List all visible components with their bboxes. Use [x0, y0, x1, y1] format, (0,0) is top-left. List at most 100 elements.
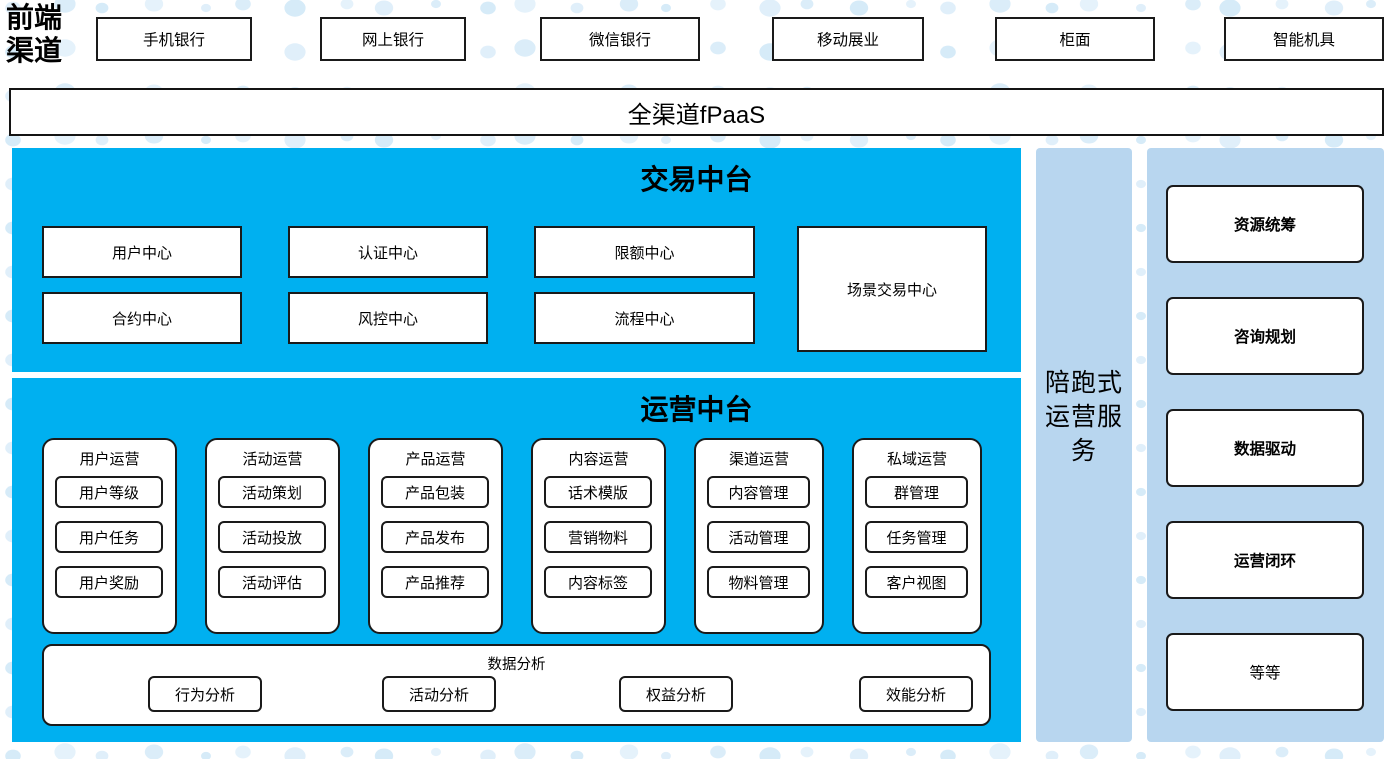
- operations-column-title: 活动运营: [242, 451, 303, 468]
- operations-column: 内容运营话术模版营销物料内容标签: [531, 438, 666, 634]
- omnichannel-fpaas-bar[interactable]: 全渠道fPaaS: [9, 88, 1384, 136]
- value-capability-box[interactable]: 等等: [1166, 633, 1364, 711]
- operations-sub-item-label: 产品包装: [404, 484, 465, 502]
- value-capability-box[interactable]: 数据驱动: [1166, 409, 1364, 487]
- operations-column: 活动运营活动策划活动投放活动评估: [205, 438, 340, 634]
- fpaas-label: 全渠道fPaaS: [627, 101, 766, 129]
- operations-sub-item[interactable]: 活动策划: [218, 476, 326, 508]
- operations-sub-item-label: 用户等级: [78, 484, 139, 502]
- channel-button-label: 微信银行: [588, 32, 651, 49]
- operations-sub-item[interactable]: 产品推荐: [381, 566, 489, 598]
- trade-center-box[interactable]: 场景交易中心: [797, 226, 987, 352]
- trade-center-label: 场景交易中心: [846, 281, 937, 299]
- operations-sub-item-label: 话术模版: [567, 484, 628, 502]
- channel-button[interactable]: 移动展业: [772, 17, 924, 61]
- operations-sub-item[interactable]: 营销物料: [544, 521, 652, 553]
- operations-platform-title: 运营中台: [640, 394, 753, 425]
- operations-column-title: 内容运营: [568, 451, 629, 468]
- trade-platform-title: 交易中台: [640, 164, 753, 195]
- trade-center-box[interactable]: 合约中心: [42, 292, 242, 344]
- data-analysis-item-label: 活动分析: [408, 686, 469, 704]
- channel-button-label: 移动展业: [816, 32, 879, 49]
- accompanying-service-label: 陪跑式运营服务: [1044, 369, 1123, 465]
- trade-center-label: 用户中心: [111, 244, 172, 262]
- trade-center-box[interactable]: 认证中心: [288, 226, 488, 278]
- value-capability-label: 资源统筹: [1233, 217, 1296, 234]
- trade-center-box[interactable]: 风控中心: [288, 292, 488, 344]
- data-analysis-item-label: 效能分析: [885, 686, 946, 704]
- operations-sub-item[interactable]: 用户奖励: [55, 566, 163, 598]
- operations-sub-item-label: 物料管理: [728, 574, 789, 592]
- front-end-channel-label: 前端 渠道: [6, 2, 88, 68]
- operations-sub-item[interactable]: 用户任务: [55, 521, 163, 553]
- operations-sub-item[interactable]: 客户视图: [865, 566, 968, 598]
- operations-sub-item[interactable]: 物料管理: [707, 566, 810, 598]
- channel-button[interactable]: 手机银行: [96, 17, 252, 61]
- trade-center-box[interactable]: 用户中心: [42, 226, 242, 278]
- operations-sub-item-label: 客户视图: [886, 574, 947, 592]
- operations-sub-item[interactable]: 群管理: [865, 476, 968, 508]
- channel-button[interactable]: 微信银行: [540, 17, 700, 61]
- operations-column: 用户运营用户等级用户任务用户奖励: [42, 438, 177, 634]
- channel-button-label: 柜面: [1059, 32, 1091, 49]
- operations-sub-item[interactable]: 任务管理: [865, 521, 968, 553]
- data-analysis-item[interactable]: 行为分析: [148, 676, 262, 712]
- operations-column: 私域运营群管理任务管理客户视图: [852, 438, 982, 634]
- operations-sub-item-label: 活动评估: [241, 574, 302, 592]
- value-capability-label: 等等: [1249, 665, 1281, 682]
- trade-center-label: 限额中心: [614, 244, 675, 262]
- operations-sub-item[interactable]: 产品包装: [381, 476, 489, 508]
- operations-sub-item[interactable]: 内容标签: [544, 566, 652, 598]
- channel-button-label: 手机银行: [142, 32, 205, 49]
- data-analysis-item[interactable]: 活动分析: [382, 676, 496, 712]
- operations-sub-item-label: 用户奖励: [78, 574, 139, 592]
- value-capability-box[interactable]: 运营闭环: [1166, 521, 1364, 599]
- operations-sub-item-label: 活动策划: [241, 484, 302, 502]
- operations-sub-item-label: 营销物料: [567, 529, 628, 547]
- operations-sub-item-label: 活动管理: [728, 529, 789, 547]
- trade-center-box[interactable]: 流程中心: [534, 292, 755, 344]
- operations-sub-item[interactable]: 产品发布: [381, 521, 489, 553]
- channel-label-line1: 前端: [6, 3, 63, 34]
- channel-button[interactable]: 柜面: [995, 17, 1155, 61]
- operations-sub-item-label: 活动投放: [241, 529, 302, 547]
- operations-sub-item[interactable]: 活动管理: [707, 521, 810, 553]
- channel-label-line2: 渠道: [6, 36, 63, 67]
- operations-column-title: 用户运营: [79, 451, 140, 468]
- channel-button-label: 网上银行: [361, 32, 424, 49]
- channel-button[interactable]: 网上银行: [320, 17, 466, 61]
- trade-center-label: 风控中心: [357, 310, 418, 328]
- operations-sub-item[interactable]: 活动评估: [218, 566, 326, 598]
- operations-sub-item-label: 产品发布: [404, 529, 465, 547]
- data-analysis-item-label: 权益分析: [645, 686, 706, 704]
- operations-sub-item[interactable]: 活动投放: [218, 521, 326, 553]
- operations-sub-item-label: 内容标签: [567, 574, 628, 592]
- data-analysis-item[interactable]: 效能分析: [859, 676, 973, 712]
- operations-column-title: 产品运营: [405, 451, 466, 468]
- operations-sub-item-label: 任务管理: [886, 529, 947, 547]
- operations-column: 渠道运营内容管理活动管理物料管理: [694, 438, 824, 634]
- channel-button-label: 智能机具: [1272, 32, 1335, 49]
- data-analysis-item[interactable]: 权益分析: [619, 676, 733, 712]
- trade-center-label: 认证中心: [357, 244, 418, 262]
- operations-sub-item-label: 群管理: [893, 484, 939, 502]
- operations-sub-item[interactable]: 内容管理: [707, 476, 810, 508]
- operations-sub-item[interactable]: 用户等级: [55, 476, 163, 508]
- value-capability-box[interactable]: 咨询规划: [1166, 297, 1364, 375]
- data-analysis-title: 数据分析: [487, 657, 546, 673]
- data-analysis-item-label: 行为分析: [174, 686, 235, 704]
- value-capability-box[interactable]: 资源统筹: [1166, 185, 1364, 263]
- channel-button[interactable]: 智能机具: [1224, 17, 1384, 61]
- value-capability-label: 咨询规划: [1233, 329, 1296, 346]
- operations-column-title: 私域运营: [886, 451, 947, 468]
- trade-center-box[interactable]: 限额中心: [534, 226, 755, 278]
- operations-column-title: 渠道运营: [728, 451, 789, 468]
- operations-sub-item[interactable]: 话术模版: [544, 476, 652, 508]
- value-capability-label: 数据驱动: [1233, 441, 1296, 458]
- value-capability-label: 运营闭环: [1233, 553, 1296, 570]
- operations-sub-item-label: 内容管理: [728, 484, 789, 502]
- trade-center-label: 流程中心: [614, 310, 675, 328]
- operations-sub-item-label: 用户任务: [78, 529, 139, 547]
- operations-column: 产品运营产品包装产品发布产品推荐: [368, 438, 503, 634]
